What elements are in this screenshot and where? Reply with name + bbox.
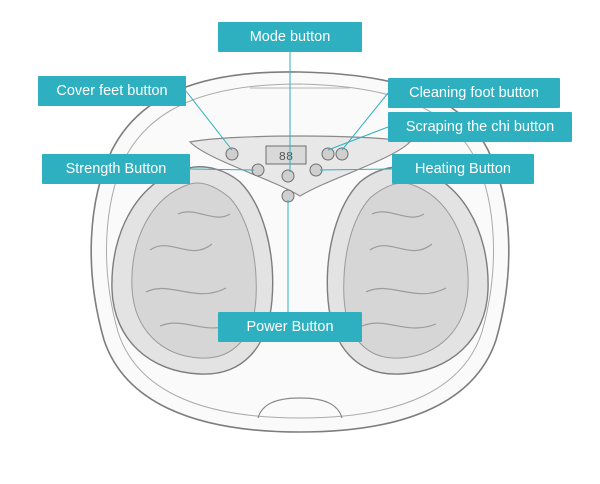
- cover-feet-button-label: Cover feet button: [38, 76, 186, 106]
- mode-button-label: Mode button: [218, 22, 362, 52]
- scraping-chi-button-label: Scraping the chi button: [388, 112, 572, 142]
- heating-button-label: Heating Button: [392, 154, 534, 184]
- strength-button-label: Strength Button: [42, 154, 190, 184]
- cleaning-foot-button-label: Cleaning foot button: [388, 78, 560, 108]
- mode-button-dot: [282, 170, 294, 182]
- led-display-text: 88: [279, 150, 293, 164]
- power-button-label: Power Button: [218, 312, 362, 342]
